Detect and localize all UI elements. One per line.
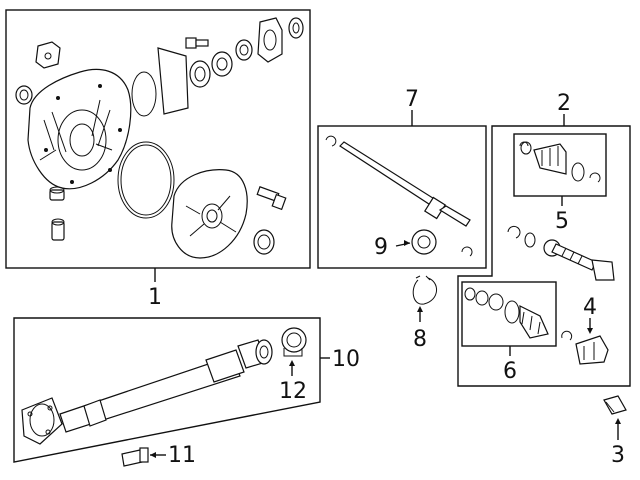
- clamp-part: [475, 290, 489, 306]
- fill-plug: [51, 218, 65, 241]
- callout-6: 6: [503, 359, 517, 384]
- oil-seal-part: [411, 229, 437, 255]
- snap-ring: [561, 330, 573, 341]
- cv-joint: [575, 335, 609, 365]
- intermediate-shaft-box: [317, 125, 487, 269]
- snap-ring: [325, 135, 337, 147]
- companion-flange: [257, 17, 283, 63]
- bearing-part: [211, 51, 233, 77]
- callout-5: 5: [555, 209, 569, 234]
- drive-shaft-box: [13, 317, 321, 463]
- callout-11: 11: [168, 443, 196, 468]
- callout-4: 4: [583, 295, 597, 320]
- seal-part: [524, 232, 536, 248]
- callout-9: 9: [374, 235, 388, 260]
- snap-ring: [507, 225, 521, 239]
- callout-10: 10: [332, 347, 360, 372]
- bearing-part: [189, 60, 211, 88]
- drive-shaft-bolt: [121, 447, 166, 467]
- gasket-ring: [131, 71, 157, 117]
- circlip-part: [412, 275, 437, 322]
- axle-bolt: [603, 395, 627, 440]
- bolt-part: [256, 186, 287, 211]
- seal-part: [15, 85, 33, 105]
- drive-shaft-boot: [281, 327, 307, 357]
- snap-ring: [461, 246, 473, 257]
- bolt-part: [185, 37, 209, 49]
- seal-part: [235, 39, 253, 61]
- nut-part: [288, 17, 304, 39]
- differential-housing: [27, 68, 132, 190]
- axle-shaft-group: [457, 114, 631, 387]
- cv-boot: [519, 305, 549, 339]
- axle-shaft: [543, 239, 615, 281]
- callout-8: 8: [413, 327, 427, 352]
- seal-part: [253, 229, 275, 255]
- callout-1: 1: [148, 285, 162, 310]
- callout-2: 2: [557, 91, 571, 116]
- snap-ring: [589, 172, 601, 183]
- intermediate-shaft: [339, 141, 471, 227]
- intermediate-shaft-group: [317, 110, 487, 269]
- callout-12: 12: [279, 379, 307, 404]
- drive-shaft: [21, 339, 273, 445]
- clamp-part: [488, 293, 504, 311]
- callout-3: 3: [611, 443, 625, 468]
- clamp-part: [504, 300, 520, 324]
- mount-bracket: [35, 41, 61, 69]
- axle-shaft-box: [457, 125, 631, 387]
- boot-kit-box-upper: [513, 133, 607, 197]
- clamp-part: [520, 141, 532, 155]
- drive-shaft-group: [13, 317, 330, 463]
- o-ring: [117, 141, 175, 219]
- clamp-part: [571, 162, 585, 182]
- differential-group: [5, 9, 311, 282]
- pinion-cover: [157, 47, 189, 115]
- clamp-part: [464, 287, 476, 301]
- callout-7: 7: [405, 87, 419, 112]
- boot-kit-box-lower: [461, 281, 557, 347]
- differential-group-box: [5, 9, 311, 269]
- differential-cover: [171, 169, 248, 259]
- drain-plug: [49, 186, 65, 201]
